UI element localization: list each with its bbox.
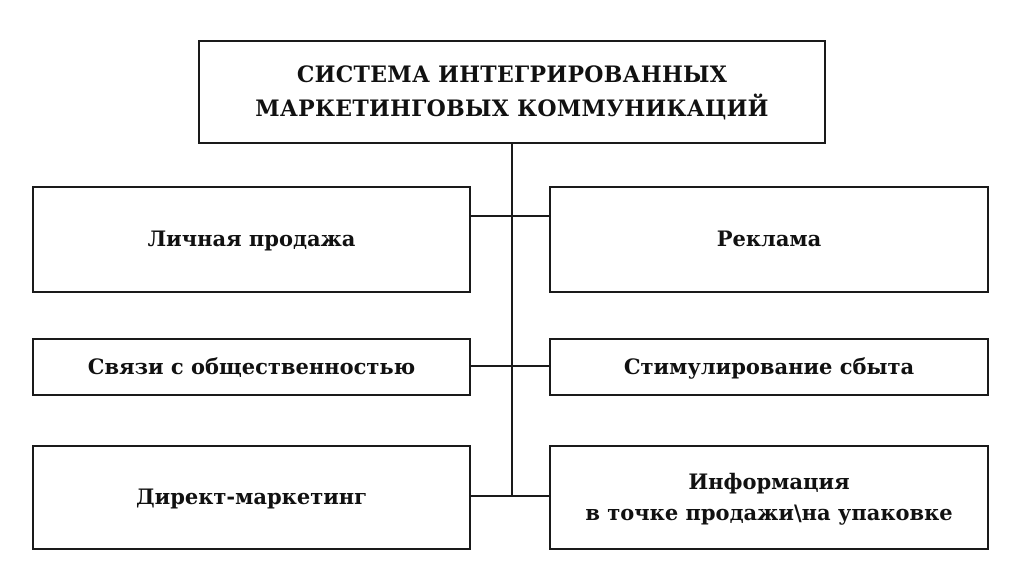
root-node-title-line1: СИСТЕМА ИНТЕГРИРОВАННЫХ — [296, 61, 728, 88]
node-sales-promotion: Стимулирование сбыта — [549, 338, 989, 396]
node-direct-marketing: Директ-маркетинг — [32, 445, 471, 550]
node-public-relations: Связи с общественностью — [32, 338, 471, 396]
node-label: Личная продажа — [147, 226, 356, 252]
node-label: Связи с общественностью — [87, 353, 416, 379]
node-label: Информация в точке продажи\на упаковке — [585, 469, 953, 525]
node-label: Стимулирование сбыта — [623, 353, 915, 379]
connector-row-3 — [469, 495, 551, 497]
node-label: Директ-маркетинг — [135, 484, 368, 510]
node-label: Реклама — [716, 226, 822, 252]
connector-row-2 — [469, 365, 551, 367]
node-personal-selling: Личная продажа — [32, 186, 471, 293]
root-node-title-line2: МАРКЕТИНГОВЫХ КОММУНИКАЦИЙ — [255, 96, 769, 122]
node-point-of-sale-info: Информация в точке продажи\на упаковке — [549, 445, 989, 550]
connector-row-1 — [469, 215, 551, 217]
root-node-box: СИСТЕМА ИНТЕГРИРОВАННЫХ МАРКЕТИНГОВЫХ КО… — [198, 40, 826, 144]
trunk-connector — [511, 143, 513, 497]
node-advertising: Реклама — [549, 186, 989, 293]
